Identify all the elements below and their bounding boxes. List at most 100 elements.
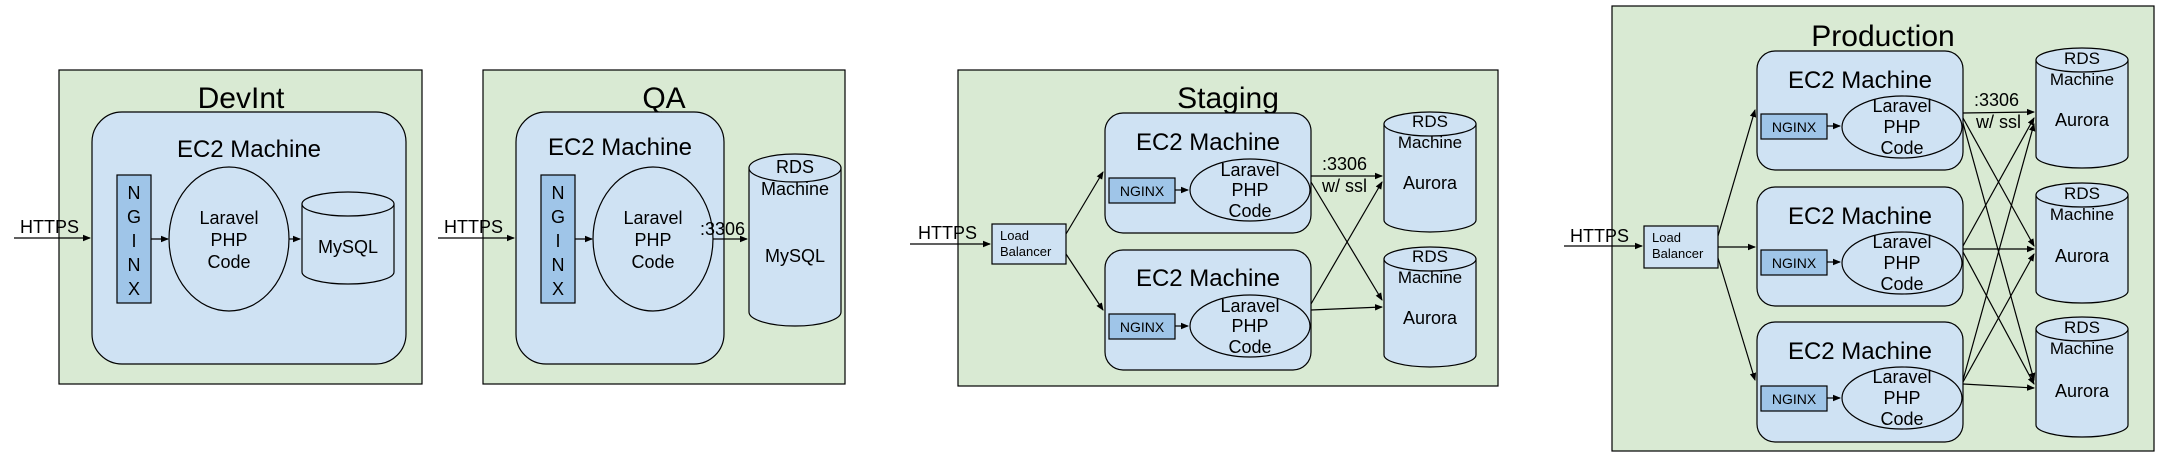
production-rds-1-aurora-label: Aurora xyxy=(2055,110,2110,130)
staging-rds-2-cylinder-top xyxy=(1383,246,1477,272)
production-ec2-1-laravel-line3: Code xyxy=(1880,138,1923,158)
staging-ec2-2-nginx-box xyxy=(1108,313,1176,340)
production-rds-2-label-line2: Machine xyxy=(2050,205,2114,224)
devint-mysql-cylinder-top xyxy=(301,191,395,217)
devint-https-label: HTTPS xyxy=(20,217,79,237)
production-rds-3-label-line1: RDS xyxy=(2064,318,2100,337)
production-ec2-3-to-rds-2-arrow xyxy=(1962,253,2035,383)
devint-mysql-cylinder xyxy=(301,203,395,285)
production-rds-2-cylinder xyxy=(2035,194,2129,304)
devint-nginx-letter-x: X xyxy=(128,279,140,299)
qa-rds-cylinder xyxy=(748,167,842,327)
staging-load-balancer-line1: Load xyxy=(1000,228,1029,243)
production-load-balancer-line1: Load xyxy=(1652,230,1681,245)
qa-port-label: :3306 xyxy=(700,219,745,239)
production-rds-2-label-line1: RDS xyxy=(2064,184,2100,203)
qa-environment: QA EC2 Machine N G I N X Laravel PHP Cod… xyxy=(438,69,846,385)
qa-title: QA xyxy=(642,82,685,115)
staging-https-label: HTTPS xyxy=(918,223,977,243)
staging-ec2-2-laravel-line1: Laravel xyxy=(1220,296,1279,316)
production-ec2-1-nginx-box xyxy=(1760,113,1828,140)
staging-title: Staging xyxy=(1177,82,1279,115)
devint-nginx-letter-g: G xyxy=(127,207,141,227)
production-ec2-1-nginx-label: NGINX xyxy=(1772,119,1817,135)
staging-ec2-2-laravel-line2: PHP xyxy=(1231,316,1268,336)
devint-laravel-line3: Code xyxy=(207,252,250,272)
production-ec2-3-laravel-line1: Laravel xyxy=(1872,367,1931,387)
staging-rds-2-label-line2: Machine xyxy=(1398,268,1462,287)
staging-load-balancer-line2: Balancer xyxy=(1000,244,1052,259)
qa-nginx-letter-n2: N xyxy=(552,255,565,275)
production-https-label: HTTPS xyxy=(1570,226,1629,246)
devint-title: DevInt xyxy=(198,82,285,115)
devint-nginx-box xyxy=(116,174,152,304)
qa-https-label: HTTPS xyxy=(444,217,503,237)
staging-ec2-1-laravel-line3: Code xyxy=(1228,201,1271,221)
production-ssl-label: w/ ssl xyxy=(1975,112,2021,132)
production-ec2-3-nginx-box xyxy=(1760,385,1828,412)
production-ec2-3-laravel-ellipse xyxy=(1841,366,1963,430)
staging-rds-2-aurora-label: Aurora xyxy=(1403,308,1458,328)
staging-ec2-2-laravel-line3: Code xyxy=(1228,337,1271,357)
staging-ec2-2-label: EC2 Machine xyxy=(1136,265,1280,292)
production-ec2-1-laravel-line1: Laravel xyxy=(1872,96,1931,116)
qa-laravel-line3: Code xyxy=(631,252,674,272)
staging-ec2-2-to-rds-2-arrow xyxy=(1310,304,1383,311)
production-ec2-3-label: EC2 Machine xyxy=(1788,338,1932,365)
production-ec2-3-laravel-line3: Code xyxy=(1880,409,1923,429)
devint-nginx-letter-n: N xyxy=(128,183,141,203)
staging-ec2-1-to-rds-2-arrow xyxy=(1310,181,1383,301)
qa-rds-cylinder-top xyxy=(748,153,842,183)
production-rds-1-cylinder xyxy=(2035,59,2129,169)
production-ec2-2-nginx-label: NGINX xyxy=(1772,255,1817,271)
production-ec2-1-label: EC2 Machine xyxy=(1788,67,1932,94)
qa-nginx-letter-x: X xyxy=(552,279,564,299)
qa-nginx-box xyxy=(540,174,576,304)
staging-ec2-1-laravel-line2: PHP xyxy=(1231,180,1268,200)
devint-mysql-label: MySQL xyxy=(318,237,378,257)
production-rds-3-label-line2: Machine xyxy=(2050,339,2114,358)
production-ec2-1-laravel-line2: PHP xyxy=(1883,117,1920,137)
staging-ssl-label: w/ ssl xyxy=(1321,176,1367,196)
devint-environment: DevInt EC2 Machine N G I N X Laravel PHP… xyxy=(14,69,423,385)
production-lb-to-ec2-3-arrow xyxy=(1717,257,1757,381)
production-rds-1-cylinder-top xyxy=(2035,47,2129,73)
production-rds-2-cylinder-top xyxy=(2035,182,2129,208)
qa-rds-label-line1: RDS xyxy=(776,157,814,177)
staging-load-balancer-box xyxy=(991,223,1067,265)
production-rds-3-cylinder-top xyxy=(2035,316,2129,342)
devint-ec2-label: EC2 Machine xyxy=(177,136,321,163)
qa-laravel-line1: Laravel xyxy=(623,208,682,228)
production-ec2-1-laravel-ellipse xyxy=(1841,95,1963,159)
qa-nginx-letter-i: I xyxy=(555,231,560,251)
production-ec2-2-laravel-ellipse xyxy=(1841,231,1963,295)
qa-rds-label-line2: Machine xyxy=(761,179,829,199)
staging-port-label: :3306 xyxy=(1322,154,1367,174)
production-port-label: :3306 xyxy=(1974,90,2019,110)
qa-nginx-letter-n: N xyxy=(552,183,565,203)
devint-nginx-letter-n2: N xyxy=(128,255,141,275)
production-ec2-3-nginx-label: NGINX xyxy=(1772,391,1817,407)
staging-rds-2-label-line1: RDS xyxy=(1412,247,1448,266)
production-ec2-3-to-rds-1-arrow xyxy=(1962,123,2036,381)
qa-nginx-letter-g: G xyxy=(551,207,565,227)
production-environment: Production HTTPS Load Balancer EC2 Machi… xyxy=(1564,5,2155,452)
staging-ec2-1-laravel-ellipse xyxy=(1189,158,1311,222)
production-load-balancer-box xyxy=(1643,225,1719,269)
production-lb-to-ec2-1-arrow xyxy=(1717,109,1757,237)
staging-ec2-1-nginx-box xyxy=(1108,177,1176,204)
staging-ec2-2-nginx-label: NGINX xyxy=(1120,319,1165,335)
staging-lb-to-ec2-2-arrow xyxy=(1065,253,1104,311)
production-ec2-2-laravel-line1: Laravel xyxy=(1872,232,1931,252)
production-title: Production xyxy=(1811,20,1954,53)
production-ec2-2-laravel-line2: PHP xyxy=(1883,253,1920,273)
qa-ec2-label: EC2 Machine xyxy=(548,134,692,161)
production-ec2-3-laravel-line2: PHP xyxy=(1883,388,1920,408)
production-rds-1-label-line2: Machine xyxy=(2050,70,2114,89)
devint-laravel-line2: PHP xyxy=(210,230,247,250)
staging-rds-1-cylinder-top xyxy=(1383,111,1477,137)
staging-rds-1-aurora-label: Aurora xyxy=(1403,173,1458,193)
staging-ec2-1-label: EC2 Machine xyxy=(1136,129,1280,156)
production-ec2-1-to-rds-1-arrow xyxy=(1962,108,2035,116)
devint-laravel-line1: Laravel xyxy=(199,208,258,228)
